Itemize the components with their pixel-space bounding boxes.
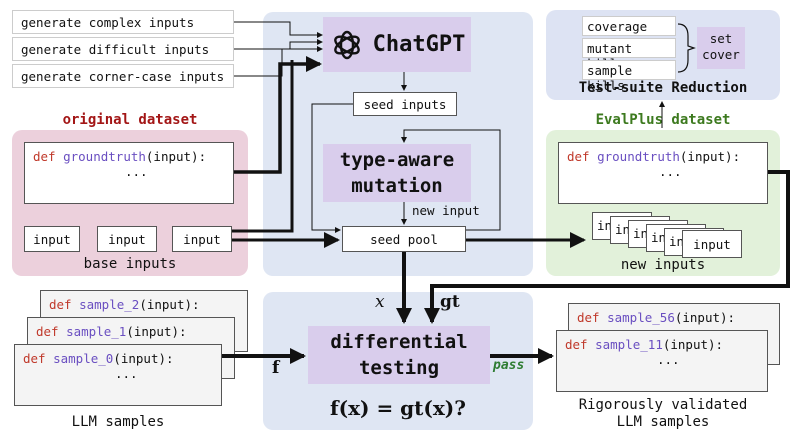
code-args: (input): (674, 310, 736, 325)
code-args: (input): (139, 297, 200, 312)
llm-samples-label: LLM samples (71, 414, 165, 430)
x-label: x (375, 292, 385, 312)
code-keyword: def (577, 310, 600, 325)
original-groundtruth-code: def groundtruth(input): ... (24, 142, 234, 204)
chatgpt-label: ChatGPT (372, 32, 466, 57)
pass-label: pass (493, 358, 525, 373)
code-keyword: def (567, 149, 590, 164)
gt-label: gt (440, 292, 460, 312)
seed-inputs-box: seed inputs (353, 92, 457, 116)
code-args: (input): (126, 324, 187, 339)
arrow-pool-to-mutation (401, 129, 501, 231)
equation-label: f(x) = gt(x)? (330, 396, 466, 420)
set-cover-label: set cover (702, 31, 740, 62)
mutation-line-2: mutation (351, 175, 443, 197)
chatgpt-box: ChatGPT (323, 17, 471, 72)
arrow-gt-to-differential (424, 170, 790, 324)
code-function: sample_11 (595, 337, 663, 352)
openai-logo-icon (329, 27, 365, 63)
base-input-3: input (172, 226, 232, 252)
mutation-line-1: type-aware (339, 149, 455, 171)
validated-sample-11: def sample_11(input): ... (556, 330, 768, 392)
validated-label-line-1: Rigorously validated (578, 397, 748, 413)
original-dataset-title: original dataset (62, 112, 198, 128)
seed-pool-box: seed pool (342, 226, 466, 252)
base-input-1: input (24, 226, 80, 252)
reduction-coverage: coverage (582, 16, 676, 36)
code-args: (input): (145, 149, 207, 164)
evalplus-groundtruth-code: def groundtruth(input): ... (558, 142, 768, 204)
evalplus-dataset-title: EvalPlus dataset (595, 112, 731, 128)
reduction-title: Test-suite Reduction (578, 80, 748, 96)
code-keyword: def (23, 351, 46, 366)
base-inputs-label: base inputs (83, 256, 177, 272)
code-body: ... (657, 352, 680, 367)
arrow-seed-inputs-to-pool (311, 103, 353, 233)
code-function: groundtruth (597, 149, 680, 164)
new-inputs-label: new inputs (620, 257, 706, 273)
code-args: (input): (662, 337, 724, 352)
code-keyword: def (36, 324, 59, 339)
prompt-complex-inputs: generate complex inputs (12, 10, 234, 34)
code-function: sample_2 (79, 297, 140, 312)
type-aware-mutation-box: type-aware mutation (323, 144, 471, 202)
prompt-corner-case-inputs: generate corner-case inputs (12, 64, 234, 88)
code-keyword: def (565, 337, 588, 352)
arrow-input-to-chatgpt (232, 60, 294, 233)
set-cover-box: set cover (697, 27, 745, 69)
differential-line-2: testing (358, 357, 440, 379)
validated-label-line-2: LLM samples (616, 414, 710, 430)
new-input-stack-6: input (682, 230, 742, 258)
arrow-prompt-1 (234, 21, 323, 38)
code-args: (input): (679, 149, 741, 164)
arrow-groundtruth-to-chatgpt (234, 56, 322, 174)
base-input-2: input (97, 226, 157, 252)
code-keyword: def (33, 149, 56, 164)
arrow-prompt-2 (234, 39, 323, 50)
code-body: ... (125, 164, 148, 179)
f-label: f (272, 358, 280, 378)
prompt-difficult-inputs: generate difficult inputs (12, 37, 234, 61)
validated-label: Rigorously validated LLM samples (546, 397, 780, 431)
differential-line-1: differential (330, 331, 468, 353)
code-function: sample_1 (66, 324, 127, 339)
code-function: sample_56 (607, 310, 675, 325)
differential-testing-box: differential testing (308, 326, 490, 384)
code-body: ... (115, 366, 138, 381)
code-body: ... (659, 164, 682, 179)
code-function: groundtruth (63, 149, 146, 164)
new-input-label: new input (412, 203, 480, 218)
reduction-bracket (677, 23, 696, 73)
code-args: (input): (113, 351, 174, 366)
reduction-sample-kills: sample kills (582, 60, 676, 93)
code-keyword: def (49, 297, 72, 312)
llm-sample-0: def sample_0(input): ... (14, 344, 222, 406)
code-function: sample_0 (53, 351, 114, 366)
